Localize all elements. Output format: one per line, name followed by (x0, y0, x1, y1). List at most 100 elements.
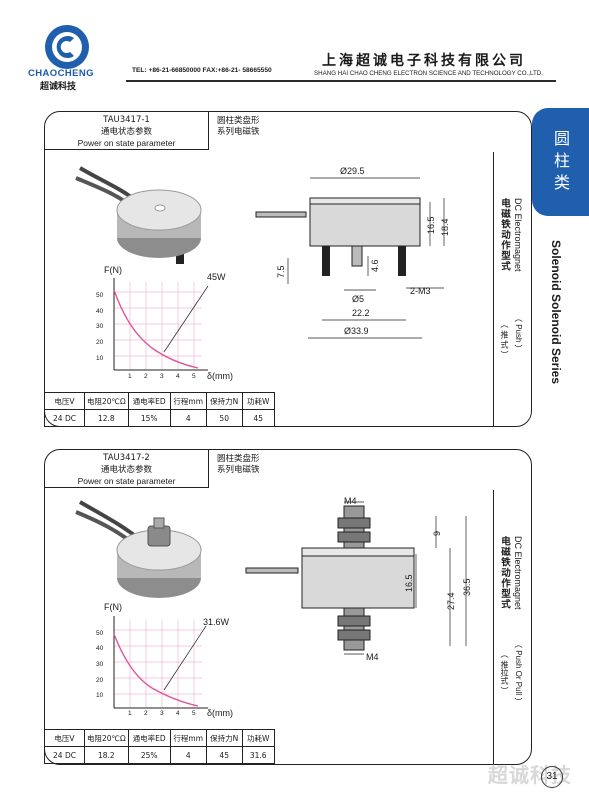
table-header: 行程mm (169, 729, 207, 747)
product-type: 圆柱类盘形 系列电磁铁 (217, 116, 260, 138)
dim-label: Ø33.9 (344, 326, 369, 336)
dim-label: 4.6 (370, 259, 380, 272)
table-cell: 4 (169, 746, 207, 764)
force-stroke-graph-2 (113, 616, 208, 709)
dim-label: 16.5 (404, 574, 414, 592)
dim-label: M4 (344, 496, 357, 506)
table-cell: 15% (127, 409, 171, 427)
x-tick: 1 (128, 710, 132, 717)
side-label-en: DC Electromagnet (513, 198, 523, 272)
table-cell: 45 (241, 409, 275, 427)
series-label: Solenoid Solenoid Series (549, 240, 563, 385)
model-number: TAU3417-2 (103, 453, 150, 463)
table-header: 通电率ED (127, 729, 171, 747)
y-tick: 30 (96, 323, 104, 330)
table-row: 24 DC 12.8 15% 4 50 45 (44, 409, 275, 427)
product-panel-1: TAU3417-1 通电状态参数 Power on state paramete… (44, 111, 532, 427)
table-cell: 4 (169, 409, 207, 427)
brand-name-cn: 超诚科技 (40, 82, 77, 92)
model-number: TAU3417-1 (103, 115, 150, 125)
panel-title-box: TAU3417-2 通电状态参数 Power on state paramete… (45, 450, 209, 488)
dim-label: Ø29.5 (340, 166, 365, 176)
graph-curve-label: 31.6W (203, 617, 230, 627)
side-label-cn: 电磁铁动作型式 (499, 536, 510, 610)
side-action-cn: （ 推拉式 ） (500, 650, 509, 695)
y-tick: 50 (96, 292, 104, 299)
graph-y-label: F(N) (104, 265, 122, 275)
x-tick: 2 (144, 710, 148, 717)
x-tick: 1 (128, 373, 132, 380)
y-tick: 20 (96, 339, 104, 346)
state-title-cn: 通电状态参数 (100, 465, 152, 475)
specs-table-1: 电压V 电阻20℃Ω 通电率ED 行程mm 保持力N 功耗W 24 DC 12.… (44, 392, 275, 427)
table-header: 功耗W (241, 392, 275, 410)
action-type-column: DC Electromagnet 电磁铁动作型式 （ Push Or Pull … (493, 490, 531, 764)
table-header: 保持力N (205, 392, 243, 410)
dim-label: 27.4 (446, 592, 456, 610)
table-cell: 24 DC (44, 409, 85, 427)
x-tick: 5 (192, 710, 196, 717)
y-tick: 20 (96, 677, 104, 684)
table-header-row: 电压V 电阻20℃Ω 通电率ED 行程mm 保持力N 功耗W (44, 729, 275, 747)
y-tick: 50 (96, 630, 104, 637)
graph-y-label: F(N) (104, 602, 122, 612)
product-type: 圆柱类盘形 系列电磁铁 (217, 454, 260, 476)
side-action-en: （ Push Or Pull ） (514, 640, 523, 706)
table-header: 电阻20℃Ω (84, 392, 129, 410)
table-header: 保持力N (205, 729, 243, 747)
dim-label: 36.5 (462, 578, 472, 596)
specs-table-2: 电压V 电阻20℃Ω 通电率ED 行程mm 保持力N 功耗W 24 DC 18.… (44, 729, 275, 764)
table-cell: 45 (205, 746, 243, 764)
dimension-drawing-2: M4 9 16.5 27.4 36.5 M4 (245, 496, 472, 662)
y-tick: 40 (96, 308, 104, 315)
action-type-column: DC Electromagnet 电磁铁动作型式 （ Push ） （ 推 式 … (493, 152, 531, 426)
page-number: 31 (541, 766, 563, 788)
table-row: 24 DC 18.2 25% 4 45 31.6 (44, 746, 275, 764)
y-tick: 10 (96, 355, 104, 362)
side-label-cn: 电磁铁动作型式 (499, 198, 510, 272)
header-divider (126, 80, 556, 82)
side-label-en: DC Electromagnet (513, 536, 523, 610)
dim-label: M4 (366, 652, 379, 662)
dim-label: 2-M3 (410, 286, 431, 296)
graph-x-label: δ(mm) (207, 371, 233, 381)
product-type-line2: 系列电磁铁 (217, 127, 260, 137)
contact-info: TEL: +86-21-66850000 FAX:+86-21- 5866555… (132, 67, 272, 74)
brand-name: CHAOCHENG (28, 68, 94, 79)
product-photo-1 (75, 166, 202, 264)
x-tick: 4 (176, 373, 180, 380)
table-header: 电压V (44, 392, 85, 410)
table-cell: 50 (205, 409, 243, 427)
table-header-row: 电压V 电阻20℃Ω 通电率ED 行程mm 保持力N 功耗W (44, 392, 275, 410)
table-cell: 24 DC (44, 746, 85, 764)
company-name-cn: 上海超诚电子科技有限公司 (322, 53, 526, 69)
x-tick: 3 (160, 710, 164, 717)
table-cell: 18.2 (84, 746, 129, 764)
dim-label: 9 (432, 531, 442, 536)
state-title-cn: 通电状态参数 (100, 127, 152, 137)
chaocheng-logo-icon (45, 25, 89, 69)
graph-curve-label: 45W (207, 272, 226, 282)
product-type-line1: 圆柱类盘形 (217, 454, 260, 464)
product-photo-2 (75, 500, 202, 598)
y-tick: 30 (96, 661, 104, 668)
table-cell: 25% (127, 746, 171, 764)
y-tick: 10 (96, 692, 104, 699)
state-title-en: Power on state parameter (77, 476, 176, 486)
x-tick: 4 (176, 710, 180, 717)
table-header: 通电率ED (127, 392, 171, 410)
category-tab-label: 圆柱类 (553, 129, 570, 192)
state-title-en: Power on state parameter (77, 138, 176, 148)
table-header: 电阻20℃Ω (84, 729, 129, 747)
dim-label: 7.5 (276, 265, 286, 278)
side-action-en: （ Push ） (514, 314, 523, 353)
y-tick: 40 (96, 645, 104, 652)
x-tick: 5 (192, 373, 196, 380)
dim-label: 22.2 (352, 308, 370, 318)
table-header: 电压V (44, 729, 85, 747)
dim-label: Ø5 (352, 294, 364, 304)
category-tab (532, 108, 589, 216)
company-name-en: SHANG HAI CHAO CHENG ELECTRON SCIENCE AN… (314, 70, 543, 77)
dim-label: 18.4 (440, 218, 448, 236)
dimension-drawing-1: Ø29.5 16.5 18.4 7.5 4.6 Ø5 2-M3 22.2 Ø33… (255, 166, 448, 339)
